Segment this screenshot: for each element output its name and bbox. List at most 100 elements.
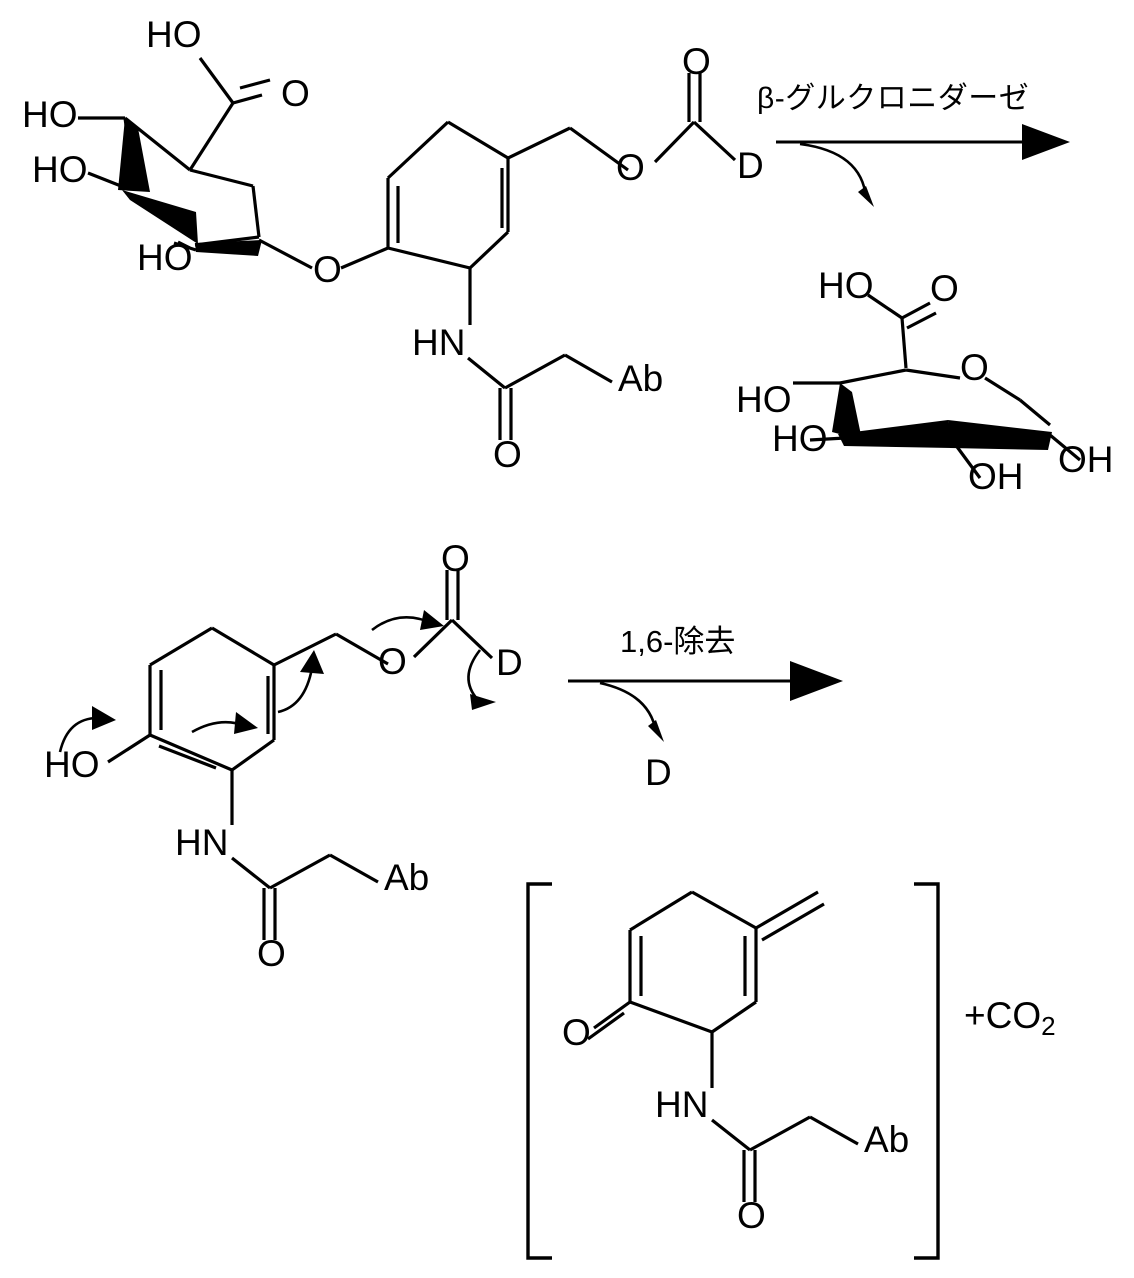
label-released-drug: D [645,752,672,793]
reaction-arrow-elimination: 1,6-除去 D [568,624,843,793]
structure-glucuronic-acid: HO O O HO HO OH OH [736,265,1114,497]
label-ga-oh-2: OH [968,456,1024,497]
bond-ar-to-benzylic [507,126,571,160]
bond-nh-to-carbonyl [466,356,507,390]
bond-qm-ketone-a [593,1000,631,1030]
curly-arrow-drug-leaving [467,649,482,701]
arrow-curve-2 [599,681,658,733]
bond-ch2-to-ab [564,353,613,384]
label-drug-d: D [737,145,764,186]
label-carbonate-o: O [682,41,711,82]
bond-ga-ho-to-c [867,293,903,320]
bond-ar-5-6 [468,230,510,270]
label-ga-anomeric-oh: OH [1058,439,1114,480]
label-b2-benzylic-o: O [378,641,407,682]
bond-ga-c-to-ring [900,317,908,369]
bond-b2-o-carbonyl [412,618,454,659]
label-b2-antibody-ab: Ab [384,857,429,898]
label-ga-ring-o: O [960,347,989,388]
arrow-head-2 [790,661,843,701]
label-b2-phenol-ho: HO [44,744,100,785]
bond-o-to-carbonyl [653,120,696,164]
bond-ar-6-1 [387,246,471,270]
arrow-head-1 [1022,124,1070,160]
bond-b2-ar-6-1 [149,733,233,772]
bond-carbonate-to-drug [692,120,737,162]
reaction-arrow-glucuronidase: β-グルクロニダーゼ [757,82,1070,207]
label-amide-o: O [493,434,522,475]
bond-ga-ring-o-right [984,376,1021,402]
label-b2-drug-d: D [496,642,523,683]
wedge-ring-front-bottom [122,190,198,244]
bond-ring-c4-c3 [251,185,261,238]
label-qm-antibody-ab: Ab [864,1119,909,1160]
label-benzylic-o: O [616,147,645,188]
wedge-ring-front-left [118,118,150,192]
label-co2: +CO2 [964,995,1056,1041]
bond-ar-3-4 [447,120,509,160]
arrow-label-glucuronidase: β-グルクロニダーゼ [757,82,1029,115]
label-sugar-oh-6: HO [22,94,78,135]
bond-anomeric-to-o [258,238,313,270]
label-ga-oh-4: HO [772,418,828,459]
bond-b2-ar-5-6 [231,738,275,772]
bond-ring-c5-c4 [189,168,254,188]
curly-head-o-carbonyl [420,610,444,630]
bond-qm-6-1 [629,1000,713,1034]
label-antibody-ab: Ab [618,358,663,399]
structure-quinone-methide: O HN O Ab +CO2 [526,882,1056,1260]
label-amide-nh: HN [412,322,465,363]
bond-ho-to-carboxyl [198,57,235,104]
curly-head-ring-lower [234,712,258,734]
label-glycosidic-o: O [313,249,342,290]
bond-b2-amide-ch2 [269,853,331,890]
bond-ga-co-a [901,301,931,320]
bond-carboxyl-dbl-a [232,93,263,105]
bond-ga-oh2 [950,439,982,479]
curly-head-ring-upper [300,650,324,674]
arrow-curve-head-1 [858,186,874,207]
bond-benzylic-to-o [569,126,629,172]
bond-qm-exo-a [755,890,819,930]
label-carboxyl-o: O [281,73,310,114]
bond-ga-anomeric-oh [1048,433,1082,462]
bond-ga-ring-c [839,368,907,385]
curly-arrow-ring-upper [277,667,314,714]
bond-b2-ar-2-3 [149,626,213,667]
bracket-right [914,882,940,1260]
wedge-ring-front-right [195,240,262,256]
bond-ar-2-3 [386,120,450,180]
label-sugar-oh-4: HO [32,149,88,190]
bond-b2-ar-6-1-inner [158,744,217,770]
bond-qm-5-6 [711,1000,757,1034]
label-b2-amide-o: O [257,933,286,974]
bond-qm-nh-carbonyl [711,1118,751,1152]
curly-head-drug-leaving [470,694,496,710]
bond-ga-ring-a [905,368,961,380]
curly-head-phenol [92,706,116,730]
bond-qm-amide-ch2 [749,1115,811,1152]
label-b2-amide-nh: HN [175,822,228,863]
arrow-curve-head-2 [648,720,664,742]
bond-qm-3-4 [691,890,757,930]
bond-b2-benzylic-o [335,632,389,666]
bond-carboxyl-dbl-b [239,78,271,90]
structure-phenol-carbonate-intermediate: HO O O D HN O Ab [44,538,523,974]
bond-b2-phenol-o [107,733,151,764]
co2-subscript: 2 [1041,1011,1055,1041]
structure-glucuronide-prodrug: HO O HO HO HO O O O D HN O Ab [22,14,764,475]
bond-b2-ar-benzylic [273,632,337,667]
bond-qm-exo-b [761,902,825,942]
label-ga-oh-6: HO [736,379,792,420]
bond-qm-ketone-b [587,1011,625,1041]
bond-b2-ch2-ab [329,853,379,884]
label-ga-acid-o: O [930,268,959,309]
label-qm-amide-nh: HN [655,1084,708,1125]
wedge-ga-right [948,420,1052,450]
arrow-curve-1 [799,142,868,199]
bond-amide-ch2 [504,353,566,390]
bond-b2-carbonate-drug [450,618,494,660]
bond-b2-nh-carbonyl [231,856,271,890]
bond-oh4-to-ring [87,171,127,190]
